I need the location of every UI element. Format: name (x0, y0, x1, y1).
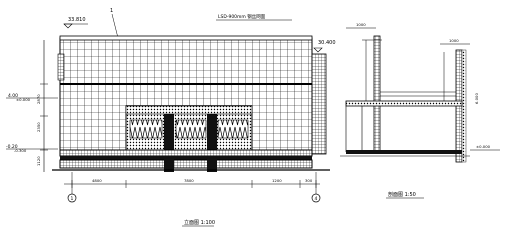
bottom-dim-3: 1200 (272, 178, 282, 183)
shopfront-block (125, 105, 253, 172)
section-caption: 剖面图 1:50 (388, 191, 416, 198)
top-note-label: LSD-900mm 钢丝网面 (218, 13, 266, 20)
plinth-band-bottom (59, 159, 313, 169)
facade-right-column (311, 53, 327, 155)
left-dim-2: 2870 (36, 94, 41, 104)
section-top-dim-left: 1000 (356, 22, 366, 27)
level-mid-left-small: ±0.000 (16, 97, 31, 102)
right-top-elevation-label: 30.400 (318, 40, 336, 46)
level-low-left-small: -0.300 (14, 148, 27, 153)
dark-pier (164, 108, 174, 172)
glazing-panel (217, 119, 249, 139)
axis-bubble-left (67, 193, 77, 203)
section-level-bottom: ±0.000 (476, 144, 491, 149)
elevation-caption: 立面图 1:100 (184, 219, 215, 226)
left-top-elevation-label: 33.810 (68, 17, 86, 23)
glazing-panel (175, 119, 207, 139)
section-upper-slab (345, 100, 463, 107)
level-low-left: -0.20 (6, 144, 18, 150)
glazing-panel (129, 119, 163, 139)
section-lower-slab (346, 150, 462, 154)
section-view: 1000 1000 6.000 ±0.000 剖面图 1:50 (340, 22, 500, 199)
facade-left-wing (57, 53, 65, 81)
cad-drawing-canvas: 33.810 LSD-900mm 钢丝网面 1 30.400 (6, 8, 500, 227)
section-top-dim-right: 1000 (449, 38, 459, 43)
dark-pier (207, 108, 217, 172)
level-marker-icon (63, 23, 73, 29)
section-left-column (373, 35, 381, 153)
axis-left-label: 1 (71, 196, 74, 202)
facade-upper-grid (59, 37, 313, 85)
axis-bubble-right (311, 193, 321, 203)
facade-coping-band (59, 35, 313, 41)
elevation-view: 33.810 LSD-900mm 钢丝网面 1 30.400 (6, 8, 336, 227)
section-level-top: 6.000 (474, 93, 479, 104)
label-one: 1 (110, 8, 113, 14)
bottom-dim-1: 4800 (92, 178, 102, 183)
plinth-band-top (59, 149, 313, 157)
level-marker-icon (313, 47, 323, 53)
plinth-band-dark (60, 156, 312, 160)
left-dim-1: 2350 (36, 122, 41, 132)
left-dim-3: 1120 (36, 156, 41, 166)
bottom-dim-4: 300 (305, 178, 313, 183)
level-mid-left: 4.00 (8, 93, 18, 99)
axis-right-label: 4 (315, 196, 318, 202)
bottom-dim-2: 7800 (184, 178, 194, 183)
